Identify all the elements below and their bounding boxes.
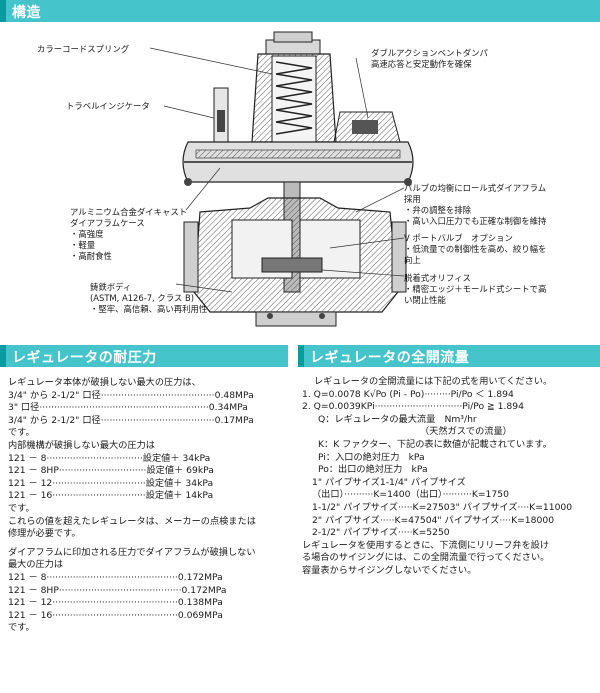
- callout-damper: ダブルアクションベントダンパ 高速応答と安定動作を確保: [371, 48, 488, 69]
- callout-aluminum-case: アルミニウム合金ダイキャスト ダイアフラムケース ・高強度 ・軽量 ・高耐食性: [70, 207, 188, 261]
- heading-text: 構造: [12, 5, 41, 21]
- text-line: 3" 口径···································…: [8, 402, 248, 414]
- callout-v-port: V ポートバルブ オプション ・低流量での制御性を高め、絞り幅を 向上: [404, 233, 547, 265]
- text-line: レギュレータの全開流量には下記の式を用いてください。: [314, 376, 553, 387]
- pipe-row: 2-1/2" パイプサイズ·····K=5250: [312, 527, 450, 539]
- heading-text: レギュレータの耐圧力: [12, 350, 157, 366]
- text-line: る場合のサイジングには、この全開流量で行ってください。: [302, 552, 550, 564]
- heading-text: レギュレータの全開流量: [310, 350, 470, 366]
- callout-travel-indicator: トラベルインジケータ: [66, 101, 150, 111]
- text-line: レギュレータ本体が破損しない最大の圧力は、: [8, 377, 201, 388]
- section-heading-structure: 構造: [0, 0, 600, 22]
- text-line: 容量表からサイジングしないでください。: [302, 564, 477, 576]
- text-line: Po：出口の絶対圧力 kPa: [318, 464, 428, 476]
- text-line: 修理が必要です。: [8, 528, 81, 540]
- text-line: 121 － 12································…: [8, 597, 223, 609]
- text-line: です。: [8, 502, 35, 514]
- callout-valve-roll: バルブの均衡にロール式ダイアフラム 採用 ・弁の調整を排除 ・高い入口圧力でも正…: [404, 183, 547, 226]
- callout-orifice: 脱着式オリフィス ・精密エッジ＋モールド式シートで高 い閉止性能: [404, 273, 547, 305]
- pipe-row: 2" パイプサイズ·····K=47504" パイプサイズ····K=18000: [312, 514, 555, 526]
- text-line: です。: [8, 622, 35, 634]
- text-line: レギュレータを使用するときに、下流側にリリーフ弁を設け: [302, 539, 550, 551]
- text-line: 3/4" から 2-1/2" 口径·······················…: [8, 414, 254, 426]
- text-line: 最大の圧力は: [8, 559, 64, 571]
- text-line: 内部機構が破損しない最大の圧力は: [8, 439, 155, 451]
- section-heading-flow: レギュレータの全開流量: [298, 345, 600, 367]
- pressure-text-block: レギュレータ本体が破損しない最大の圧力は、 3/4" から 2-1/2" 口径·…: [8, 377, 290, 635]
- callout-iron-body: 鋳鉄ボディ (ASTM, A126-7, クラス B) ・堅牢、高信頼、高い再利…: [90, 282, 208, 314]
- text-line: 121 － 8·································…: [8, 571, 223, 583]
- spring-coils: [275, 61, 313, 135]
- text-line: 121 － 16································…: [8, 490, 214, 502]
- section-heading-pressure: レギュレータの耐圧力: [0, 345, 288, 367]
- text-line: 121 － 8HP·······························…: [8, 584, 227, 596]
- text-line: ダイアフラムに印加される圧力でダイアフラムが破損しない: [8, 546, 256, 558]
- text-line: 121 － 12································…: [8, 477, 214, 489]
- pipe-row: 1" パイプサイズ1-1/4" パイプサイズ: [312, 476, 466, 488]
- text-line: です。: [8, 427, 35, 439]
- regulator-cross-section-diagram: [149, 31, 414, 327]
- pipe-row: 1-1/2" パイプサイズ·····K=27503" パイプサイズ····K=1…: [312, 501, 573, 513]
- text-line: 121 － 8HP······························設…: [8, 465, 214, 477]
- text-line: （天然ガスでの流量）: [420, 426, 512, 438]
- callout-color-code-spring: カラーコードスプリング: [37, 44, 130, 54]
- text-line: これらの値を超えたレギュレータは、メーカーの点検または: [8, 515, 256, 527]
- text-line: K：K ファクター、下記の表に数値が記載されています。: [318, 438, 552, 450]
- text-line: Q：レギュレータの最大流量 Nm³/hr: [318, 413, 477, 425]
- text-line: Pi：入口の絶対圧力 kPa: [318, 451, 425, 463]
- pipe-row: （出口）··········K=1400（出口）··········K=1750: [312, 489, 509, 501]
- formula-2: 2. Q=0.0039KPi··························…: [302, 401, 524, 413]
- text-line: 121 － 8·································…: [8, 452, 211, 464]
- formula-1: 1. Q=0.0078 K√Po (Pi - Po)·········Pi/Po…: [302, 388, 514, 400]
- flow-text-block: レギュレータの全開流量には下記の式を用いてください。 1. Q=0.0078 K…: [302, 376, 598, 578]
- text-line: 3/4" から 2-1/2" 口径·······················…: [8, 389, 254, 401]
- text-line: 121 － 16································…: [8, 609, 223, 621]
